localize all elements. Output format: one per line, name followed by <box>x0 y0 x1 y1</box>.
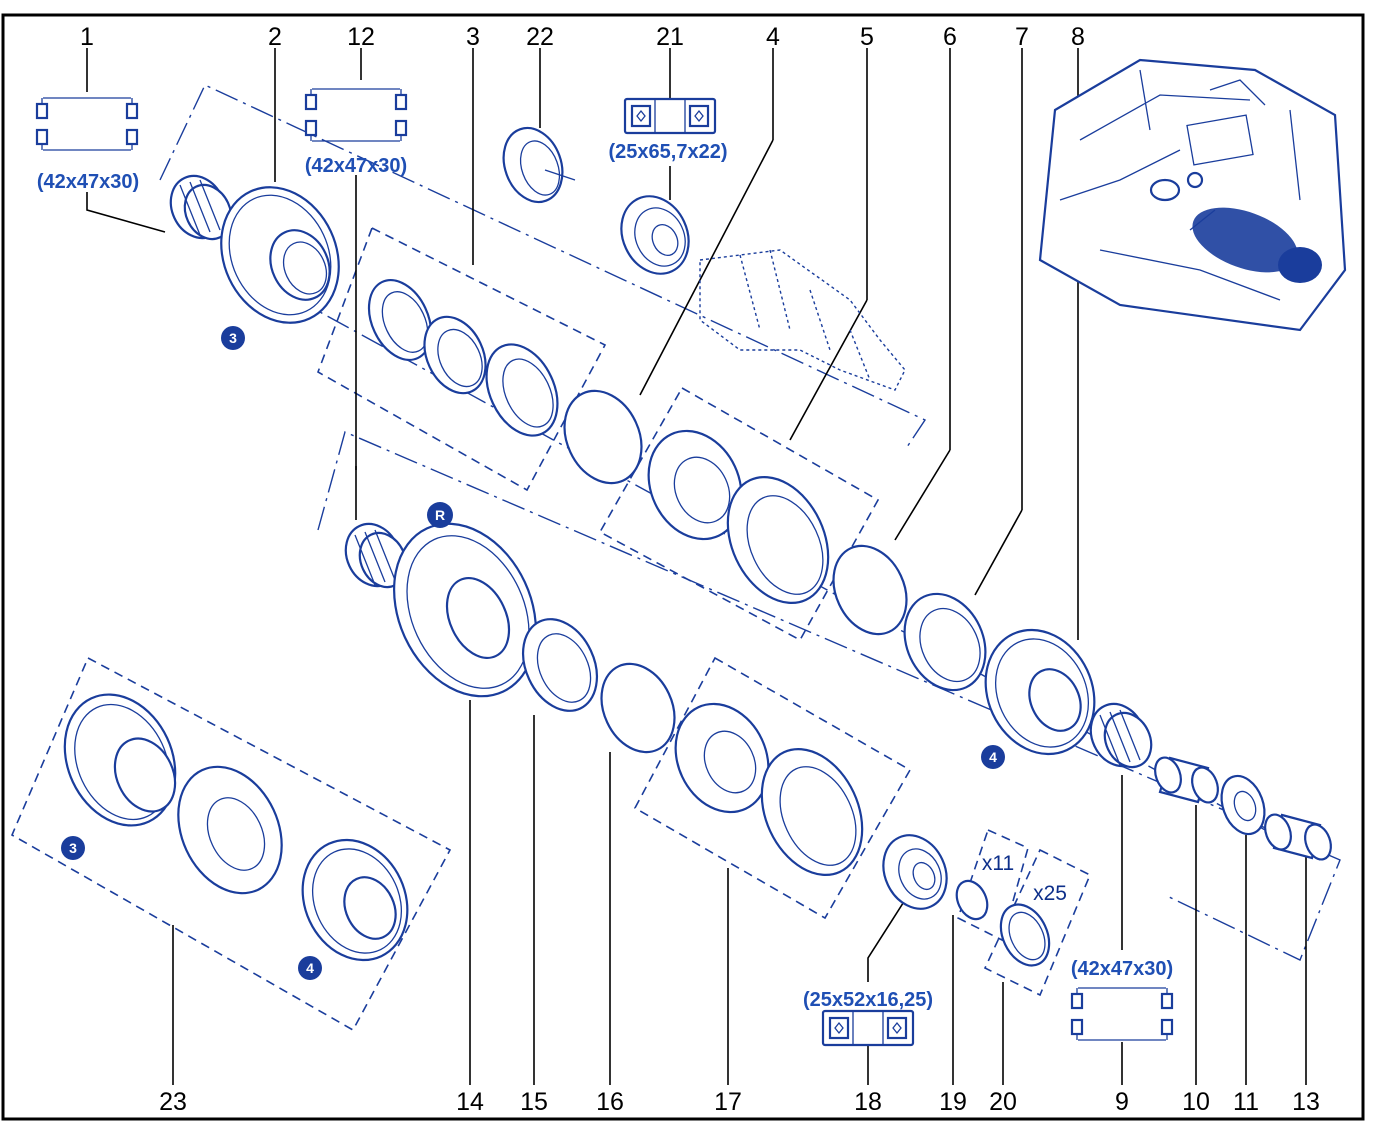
needle-bearing-icon <box>1070 986 1174 1042</box>
callout-5: 5 <box>860 23 874 51</box>
callout-7: 7 <box>1015 23 1029 51</box>
needle-bearing-icon <box>304 87 408 143</box>
svg-text:3: 3 <box>69 840 77 856</box>
ball-bearing-21 <box>620 195 690 275</box>
callout-6: 6 <box>943 23 957 51</box>
ball-bearing-18 <box>882 834 948 910</box>
callout-21: 21 <box>656 23 684 51</box>
callout-14: 14 <box>456 1088 484 1116</box>
circlip-16 <box>600 662 676 754</box>
bearing-spec-1: (42x47x30) <box>35 96 139 193</box>
sleeve-10 <box>1154 756 1219 804</box>
bearing-spec-21: (25x65,7x22) <box>609 97 728 163</box>
callout-3: 3 <box>466 23 480 51</box>
quantity-label-19: x11 <box>982 852 1014 875</box>
quantity-label-20: x25 <box>1033 882 1067 905</box>
dimension-label: (42x47x30) <box>305 155 407 177</box>
kit-gear-badge-4: 4 <box>298 956 322 980</box>
bearing-spec-12: (42x47x30) <box>304 87 408 177</box>
transmission-housing-illustration <box>1038 58 1347 332</box>
synchronizer-ring-7 <box>903 592 987 692</box>
synchronizer-ring-15 <box>522 618 598 712</box>
frame-border <box>1 13 1365 1121</box>
group-boxes <box>10 226 1092 1032</box>
svg-text:3: 3 <box>229 330 237 346</box>
callout-4: 4 <box>766 23 780 51</box>
bearing-spec-9: (42x47x30) <box>1070 958 1174 1042</box>
circlip-4 <box>563 389 643 485</box>
circlip-19 <box>955 879 989 921</box>
synchro-hub-5 <box>647 429 830 604</box>
svg-text:4: 4 <box>989 749 997 765</box>
needle-bearing-1 <box>169 174 233 241</box>
callout-15: 15 <box>520 1088 548 1116</box>
kit-gear-badge-3: 3 <box>61 836 85 860</box>
callout-18: 18 <box>854 1088 882 1116</box>
needle-bearing-icon <box>35 96 139 152</box>
shim-20 <box>999 903 1051 967</box>
dimension-label: (25x52x16,25) <box>803 989 933 1011</box>
leader-lines <box>86 48 1307 1085</box>
gear-badge-r: R <box>427 502 453 528</box>
gear-badge-4: 4 <box>981 745 1005 769</box>
shaft-ghost-outline <box>699 249 906 391</box>
gear-badge-3: 3 <box>221 326 245 350</box>
callout-17: 17 <box>714 1088 742 1116</box>
dimension-label: (42x47x30) <box>37 171 139 193</box>
callout-9: 9 <box>1115 1088 1129 1116</box>
callout-13: 13 <box>1292 1088 1320 1116</box>
callout-20: 20 <box>989 1088 1017 1116</box>
svg-text:R: R <box>435 507 445 523</box>
gear-kit-23 <box>63 693 409 962</box>
callout-1: 1 <box>80 23 94 51</box>
callout-11: 11 <box>1233 1088 1259 1116</box>
sleeve-13 <box>1264 813 1332 861</box>
svg-text:4: 4 <box>306 960 314 976</box>
callout-2: 2 <box>268 23 282 51</box>
synchro-assembly-17 <box>674 702 864 876</box>
callout-12: 12 <box>347 23 375 51</box>
callout-22: 22 <box>526 23 554 51</box>
reverse-gear-14 <box>393 522 537 698</box>
gear-8 <box>984 628 1096 756</box>
callout-8: 8 <box>1071 23 1085 51</box>
callout-10: 10 <box>1182 1088 1210 1116</box>
bearing-spec-18: (25x52x16,25) <box>803 989 933 1047</box>
gear-2 <box>220 186 340 324</box>
callouts-top: 1 2 12 3 22 21 4 5 6 7 8 <box>80 23 1085 51</box>
callout-16: 16 <box>596 1088 624 1116</box>
ball-bearing-icon <box>623 97 717 135</box>
thrust-washer-11 <box>1220 774 1266 836</box>
dimension-label: (42x47x30) <box>1071 958 1173 980</box>
circlip-6 <box>832 544 908 636</box>
needle-bearing-9 <box>1089 702 1153 769</box>
callout-23: 23 <box>159 1088 187 1116</box>
synchronizer-rings-3 <box>367 279 559 437</box>
dimension-label: (25x65,7x22) <box>609 141 728 163</box>
callout-19: 19 <box>939 1088 967 1116</box>
ball-bearing-icon <box>821 1009 915 1047</box>
plug-22 <box>502 126 576 204</box>
callouts-bottom: 23 14 15 16 17 18 19 20 9 10 11 13 <box>159 1088 1320 1116</box>
